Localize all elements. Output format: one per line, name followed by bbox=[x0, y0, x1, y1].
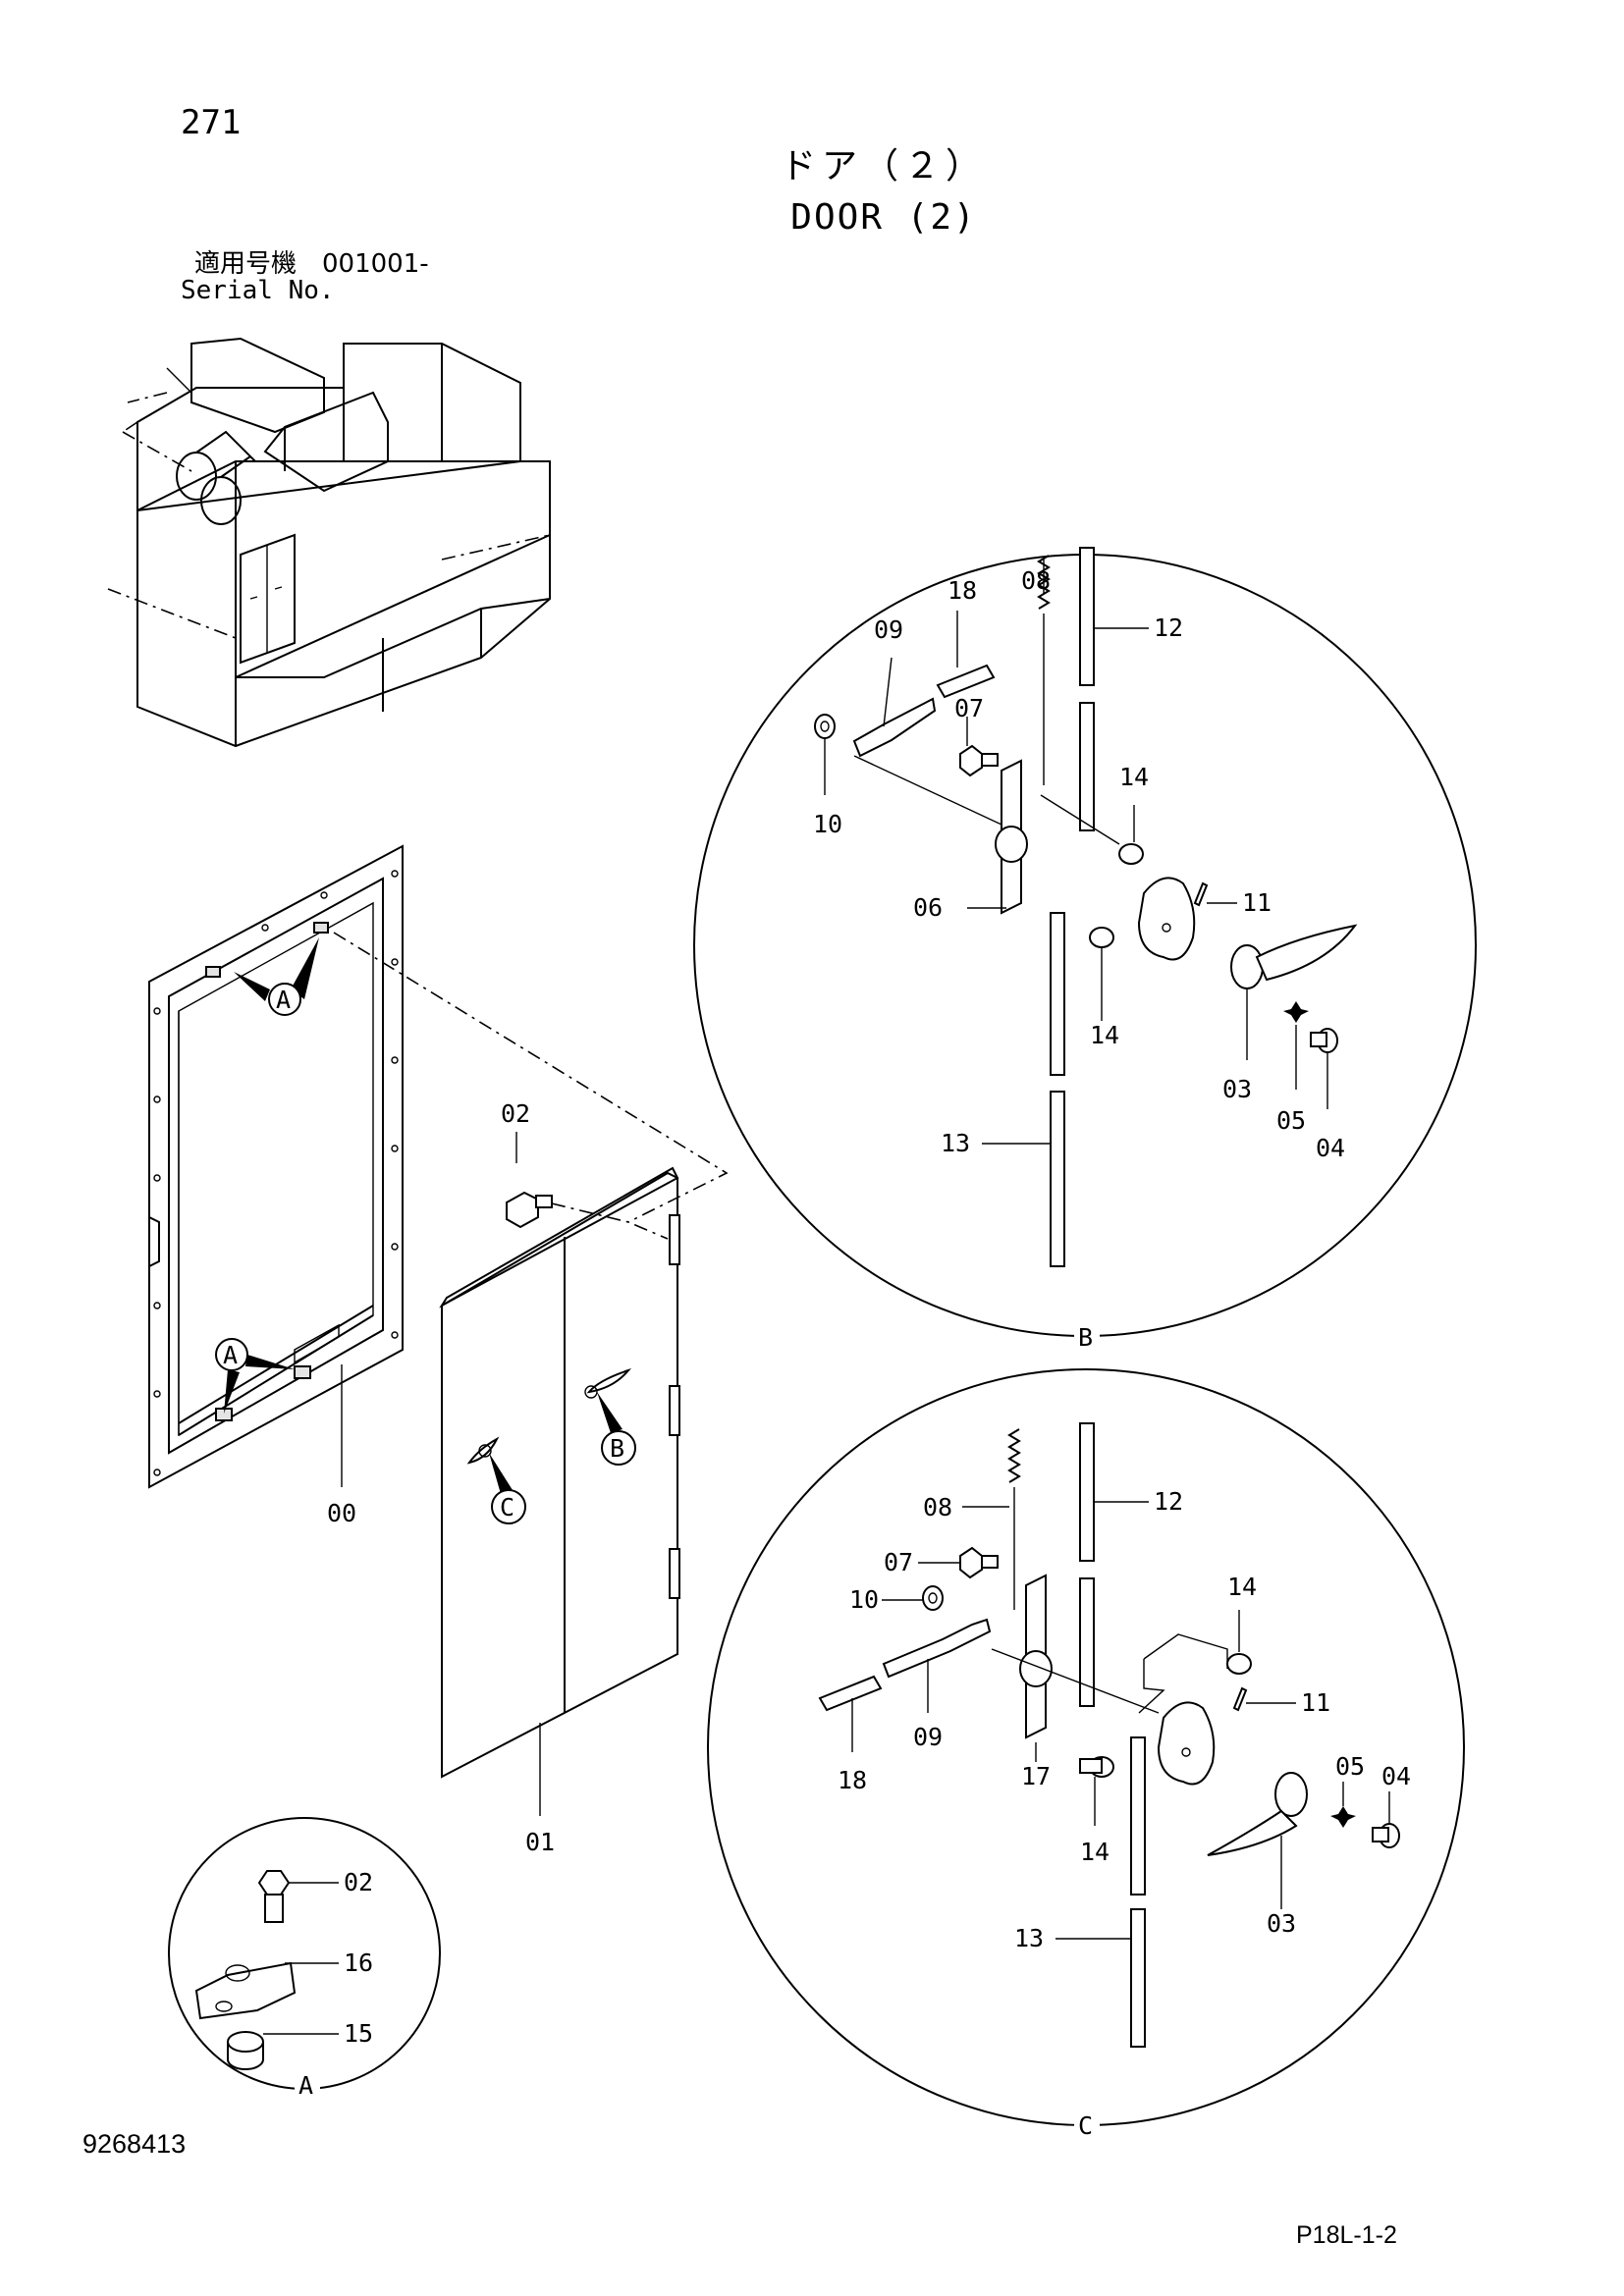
callout-02: 02 bbox=[501, 1099, 530, 1128]
detail-c-callout-12: 12 bbox=[1154, 1487, 1183, 1516]
document-number: 9268413 bbox=[82, 2129, 187, 2159]
reference-marker-b: B bbox=[597, 1392, 636, 1466]
detail-c bbox=[707, 1368, 1465, 2126]
page-number: 271 bbox=[181, 103, 242, 142]
detail-c-callout-14-lower: 14 bbox=[1080, 1838, 1110, 1866]
detail-b-callout-03: 03 bbox=[1222, 1075, 1252, 1103]
detail-b-callout-13: 13 bbox=[941, 1129, 970, 1157]
detail-c-callout-07: 07 bbox=[884, 1548, 913, 1576]
detail-b-label: B bbox=[1078, 1323, 1093, 1352]
detail-b-callout-12: 12 bbox=[1154, 614, 1183, 642]
page-title-japanese: ドア（２） bbox=[780, 146, 987, 187]
serial-number-label-japanese: 適用号機 001001- bbox=[194, 249, 429, 279]
serial-number-label: Serial No. bbox=[181, 276, 335, 305]
detail-b-callout-10: 10 bbox=[813, 810, 842, 838]
detail-c-callout-05: 05 bbox=[1335, 1752, 1365, 1781]
svg-text:A: A bbox=[223, 1341, 238, 1369]
detail-a-callout-02: 02 bbox=[344, 1868, 373, 1896]
detail-c-callout-04: 04 bbox=[1381, 1762, 1411, 1790]
door-frame-00 bbox=[148, 844, 404, 1489]
svg-text:C: C bbox=[500, 1493, 514, 1522]
detail-b bbox=[693, 547, 1477, 1337]
detail-a bbox=[168, 1817, 441, 2090]
reference-marker-c: C bbox=[489, 1453, 526, 1524]
detail-a-callout-15: 15 bbox=[344, 2019, 373, 2048]
reference-marker-a-top: A bbox=[234, 937, 319, 1016]
detail-c-callout-18: 18 bbox=[838, 1766, 867, 1794]
detail-c-callout-11: 11 bbox=[1301, 1688, 1330, 1717]
svg-text:A: A bbox=[276, 986, 291, 1014]
detail-c-callout-09: 09 bbox=[913, 1723, 943, 1751]
callout-01: 01 bbox=[525, 1828, 555, 1856]
svg-text:B: B bbox=[610, 1434, 624, 1463]
door-panel-01 bbox=[439, 1166, 680, 1816]
detail-b-callout-14-upper: 14 bbox=[1119, 763, 1149, 791]
detail-b-callout-04: 04 bbox=[1316, 1134, 1345, 1162]
detail-b-callout-08: 08 bbox=[1021, 566, 1051, 595]
machine-overview-illustration bbox=[107, 337, 551, 748]
detail-c-callout-13: 13 bbox=[1014, 1924, 1044, 1952]
reference-marker-a-bottom: A bbox=[215, 1338, 295, 1414]
callout-00: 00 bbox=[327, 1499, 356, 1527]
detail-c-callout-03: 03 bbox=[1267, 1909, 1296, 1938]
detail-c-callout-17: 17 bbox=[1021, 1762, 1051, 1790]
page-code: P18L-1-2 bbox=[1296, 2221, 1397, 2249]
page-title: DOOR (2) bbox=[790, 197, 977, 238]
bolt-02 bbox=[506, 1132, 669, 1240]
detail-a-label: A bbox=[298, 2071, 313, 2100]
detail-b-callout-18: 18 bbox=[947, 576, 977, 605]
detail-b-callout-07: 07 bbox=[954, 694, 984, 722]
detail-c-callout-10: 10 bbox=[849, 1585, 879, 1614]
detail-a-callout-16: 16 bbox=[344, 1949, 373, 1977]
detail-c-label: C bbox=[1078, 2111, 1093, 2140]
detail-b-callout-09: 09 bbox=[874, 615, 903, 644]
detail-b-callout-05: 05 bbox=[1276, 1106, 1306, 1135]
detail-b-callout-11: 11 bbox=[1242, 888, 1272, 917]
detail-b-callout-14-lower: 14 bbox=[1090, 1021, 1119, 1049]
detail-c-callout-08: 08 bbox=[923, 1493, 952, 1522]
detail-c-callout-14-upper: 14 bbox=[1227, 1573, 1257, 1601]
detail-b-callout-06: 06 bbox=[913, 893, 943, 922]
